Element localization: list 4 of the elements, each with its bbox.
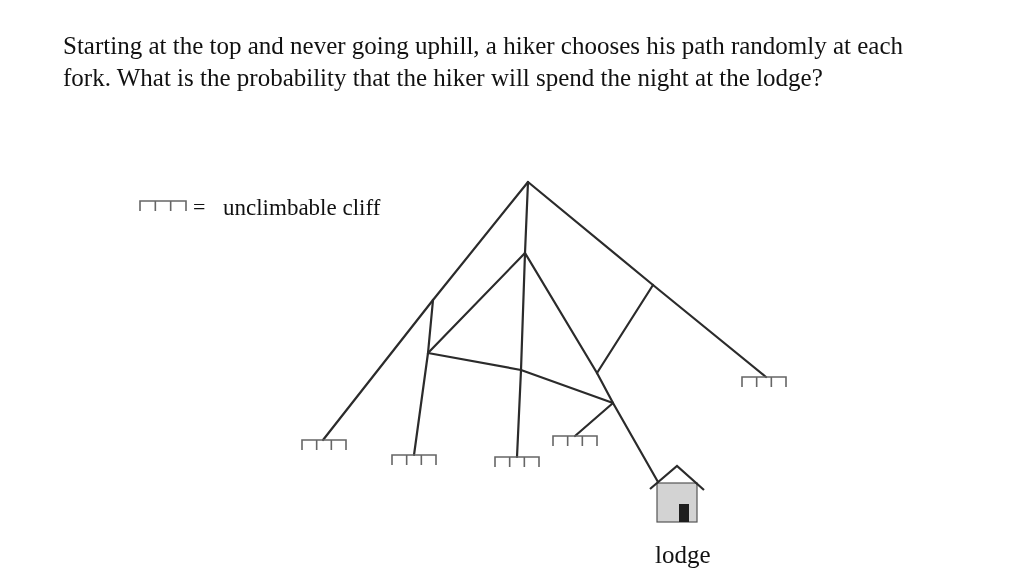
question-text: Starting at the top and never going uphill, a hiker chooses his path randomly at each fork. What is the probability that the hiker will spend the night at the lodge?: [63, 31, 905, 93]
equals-sign: =: [193, 194, 206, 221]
legend-text: unclimbable cliff: [223, 194, 381, 222]
place-label: lodge: [655, 540, 711, 570]
